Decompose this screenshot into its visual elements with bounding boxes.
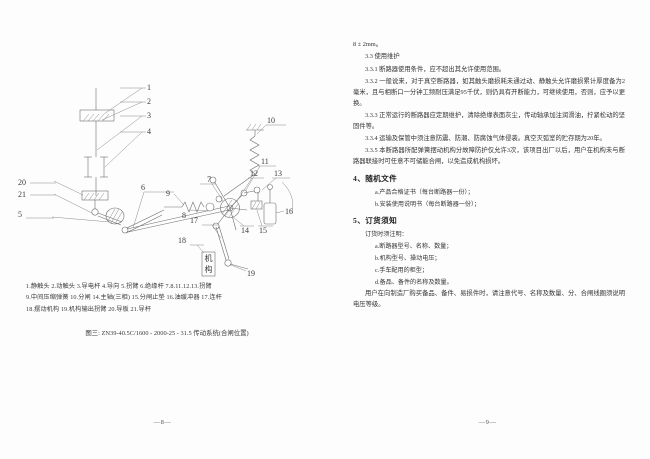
section-4-item-a: a.产品合格证书（每台断路器一份）； <box>375 189 474 196</box>
transmission-system-figure: 机 构 <box>14 70 314 278</box>
figure-parts-legend: 1.静触头 2.动触头 3.导电杆 4.导向 5.拐臂 6.绝缘杆 7.8.11… <box>26 281 308 315</box>
callout-19: 19 <box>247 269 255 278</box>
figure-callout-group: 1 2 3 4 5 6 7 8 9 10 11 12 13 14 15 16 1 <box>18 83 293 278</box>
callout-21: 21 <box>18 190 26 199</box>
section-5-item-b: b.机构型号、操动电压； <box>375 255 441 262</box>
callout-15: 15 <box>259 226 267 235</box>
subsection-heading-3-3: 3.3 使用维护 <box>365 53 400 61</box>
callout-20: 20 <box>18 178 26 187</box>
section-5-item-c: c.手车配用的柜型； <box>375 267 428 274</box>
callout-18: 18 <box>178 236 186 245</box>
callout-10: 10 <box>267 116 275 125</box>
callout-11: 11 <box>261 157 269 166</box>
mechanism-box-label-char2: 构 <box>205 264 213 274</box>
callout-9: 9 <box>166 189 170 198</box>
page-number-left: —8— <box>153 419 172 426</box>
section-5-lead: 订货时须注明： <box>365 231 408 238</box>
callout-17: 17 <box>190 216 198 225</box>
paragraph-3-3-3: 3.3.3 正常运行的断路器应定期维护，清除绝缘表面灰尘，传动轴承加注润滑油，拧… <box>353 111 625 130</box>
section-4-item-b: b.安装使用说明书（每台断路器一份）； <box>375 201 481 208</box>
callout-4: 4 <box>147 127 151 136</box>
callout-7: 7 <box>207 175 211 184</box>
mechanism-box-label-char1: 机 <box>205 253 213 263</box>
figure-caption: 图三: ZN39-40.5C/1600 - 2000-25 - 31.5 传动系… <box>85 330 249 337</box>
legend-line-1: 1.静触头 2.动触头 3.导电杆 4.导向 5.拐臂 6.绝缘杆 7.8.11… <box>26 283 212 290</box>
callout-5: 5 <box>18 210 22 219</box>
callout-13: 13 <box>274 169 282 178</box>
callout-16: 16 <box>285 207 293 216</box>
legend-line-3: 18.摆动机构 19.机构输出拐臂 20.导板 21.导杆 <box>26 305 152 313</box>
intro-line: 8 ± 2mm。 <box>353 41 382 48</box>
section-5-item-a: a.断路器型号、名称、数量； <box>375 243 453 250</box>
callout-3: 3 <box>147 111 151 120</box>
callout-6: 6 <box>141 183 145 192</box>
page-number-right: —9— <box>478 419 497 426</box>
section-heading-4: 4、随机文件 <box>353 174 398 184</box>
paragraph-3-3-4: 3.3.4 运输及保管中须注意防震、防潮、防腐蚀气体侵袭。真空灭弧室的贮存期为2… <box>365 135 606 143</box>
left-page: 机 构 <box>14 70 314 337</box>
figure-drawing: 机 构 <box>18 83 294 278</box>
paragraph-3-3-5: 3.3.5 本断路器所配弹簧摆动机构分故障防护仅允许3次，该项目出厂以后，用户在… <box>353 147 625 166</box>
callout-2: 2 <box>147 97 151 106</box>
section-5-item-d: d.备品、备件的名称及数量。 <box>375 279 453 286</box>
callout-14: 14 <box>241 226 249 235</box>
legend-line-2: 9.中间压缩弹簧 10.分闸 14.主轴(三相) 15.分闸止垫 16.油缓冲器… <box>26 294 222 302</box>
section-heading-5: 5、订货须知 <box>353 216 398 226</box>
manual-text-column: 8 ± 2mm。 3.3 使用维护 3.3.1 断路器使用条件，应不超出其允许使… <box>353 40 625 313</box>
section-5-closing: 用户在向制造厂购买备品、备件、易损件时，请注意代号、名称及数量、分、合闸线圈须说… <box>353 290 625 309</box>
right-page: 8 ± 2mm。 3.3 使用维护 3.3.1 断路器使用条件，应不超出其允许使… <box>325 0 650 459</box>
callout-1: 1 <box>147 83 151 92</box>
paragraph-3-3-2: 3.3.2 一般说来，对于真空断路器，如其触头磨损耗未通过动、静触头允许磨损累计… <box>353 77 625 107</box>
paragraph-3-3-1: 3.3.1 断路器使用条件，应不超出其允许使用范围。 <box>365 65 506 73</box>
callout-8: 8 <box>182 211 186 220</box>
callout-12: 12 <box>250 169 258 178</box>
